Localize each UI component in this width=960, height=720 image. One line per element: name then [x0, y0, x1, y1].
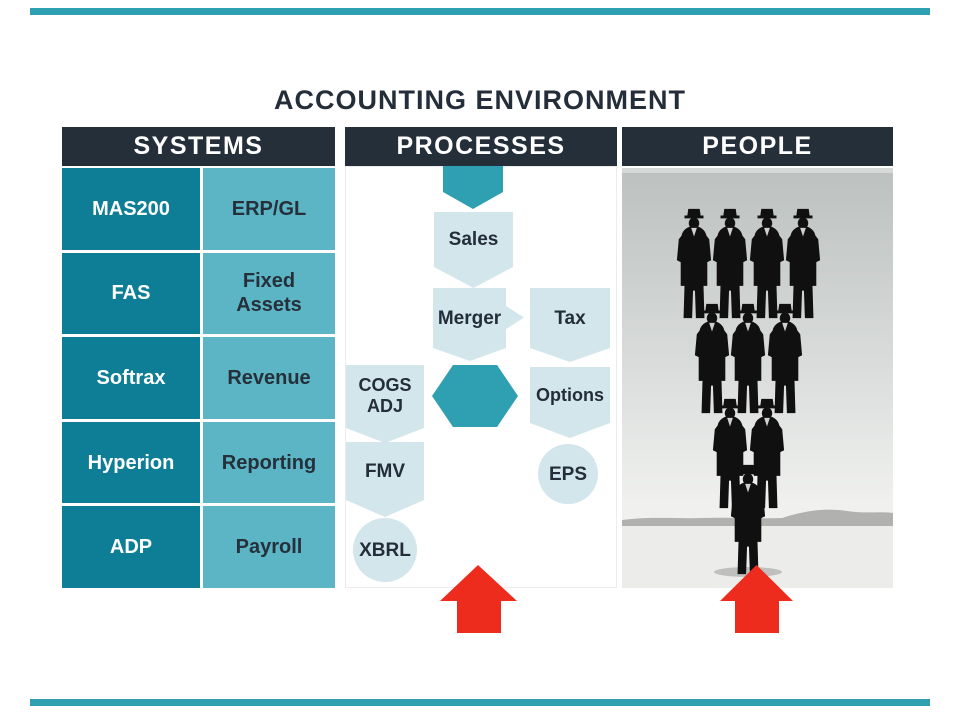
system-cell-softrax: Softrax — [62, 337, 200, 419]
function-cell-payroll: Payroll — [203, 506, 335, 588]
eps-circle — [538, 444, 598, 504]
slide-title: ACCOUNTING ENVIRONMENT — [274, 85, 686, 115]
photo-top-strip — [622, 168, 893, 173]
tax-shape — [530, 288, 610, 362]
fmv-label: FMV — [364, 460, 406, 482]
merger-shape — [433, 288, 524, 361]
flow-start-pentagon-icon — [443, 166, 503, 209]
system-cell-hyperion: Hyperion — [62, 421, 200, 504]
sales-label: Sales — [448, 229, 499, 250]
people-pyramid-photo — [622, 168, 893, 588]
function-cell-revenue: Revenue — [203, 337, 335, 419]
systems-header-label: SYSTEMS — [133, 132, 264, 160]
systems-table: MAS200 ERP/GL FAS Fixed Assets Softrax R… — [62, 168, 335, 588]
system-cell-adp: ADP — [62, 506, 200, 588]
top-accent-bar — [30, 8, 930, 15]
options-shape — [530, 367, 610, 438]
people-header-label: PEOPLE — [702, 132, 813, 160]
processes-header-label: PROCESSES — [396, 132, 566, 160]
system-cell-mas200: MAS200 — [62, 168, 200, 250]
sales-shape — [434, 212, 513, 288]
tax-label: Tax — [554, 307, 586, 329]
options-label: Options — [536, 384, 604, 405]
merger-label: Merger — [437, 307, 502, 329]
xbrl-circle — [353, 518, 417, 582]
function-cell-fixed-assets: Fixed Assets — [203, 252, 335, 335]
function-cell-reporting: Reporting — [203, 421, 335, 504]
hexagon-icon — [432, 365, 518, 427]
up-arrow-icon — [720, 565, 793, 633]
function-cell-erp-gl: ERP/GL — [203, 168, 335, 250]
up-arrow-icon — [440, 565, 517, 633]
bottom-accent-bar — [30, 699, 930, 706]
people-up-arrow — [720, 565, 793, 633]
processes-column-header: PROCESSES — [345, 127, 617, 166]
xbrl-label: XBRL — [359, 539, 411, 561]
cogs-adj-shape — [346, 365, 424, 443]
processes-flowchart — [345, 166, 617, 633]
systems-column-header: SYSTEMS — [62, 127, 335, 166]
system-cell-fas: FAS — [62, 252, 200, 335]
people-column-header: PEOPLE — [622, 127, 893, 166]
eps-label: EPS — [548, 463, 588, 485]
fmv-shape — [346, 442, 424, 517]
cogs-adj-label: COGS ADJ — [358, 375, 412, 416]
